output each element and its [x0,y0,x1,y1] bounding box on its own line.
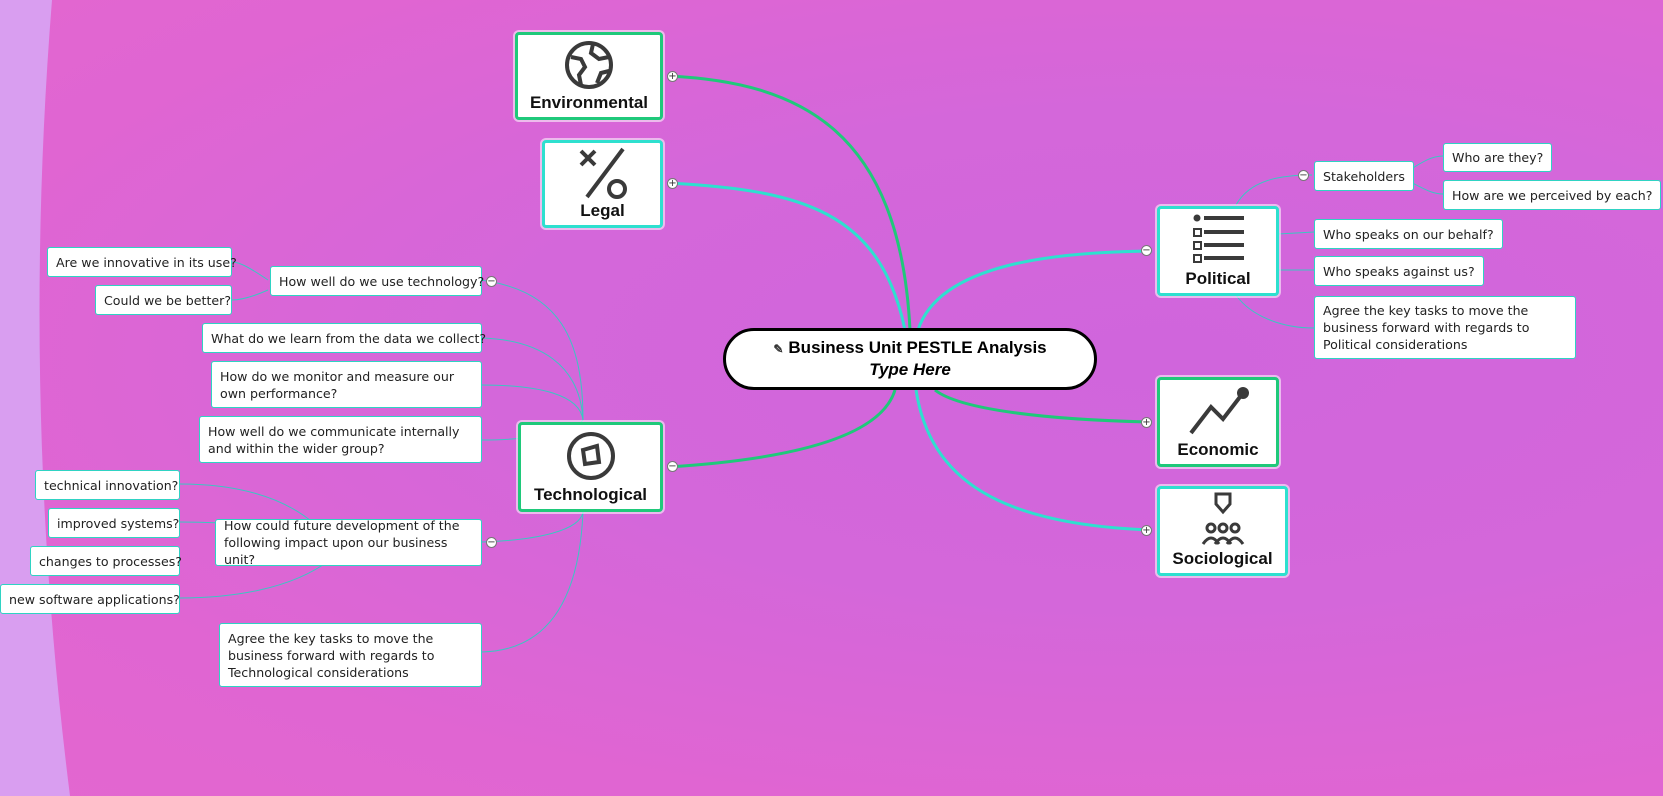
economic-label: Economic [1177,440,1259,459]
connector-tech-tasks [481,511,584,653]
economic-expand-toggle[interactable]: + [1141,417,1152,428]
future-development-collapse-toggle[interactable]: − [486,537,497,548]
new-software-node[interactable]: new software applications? [0,584,180,614]
use-technology-node[interactable]: How well do we use technology? [270,266,484,296]
economic-topic[interactable]: Economic [1157,377,1279,467]
legal-label: Legal [580,201,625,220]
connector-data [481,337,584,421]
connector-better [231,289,269,301]
connector-software [179,559,331,599]
connector-monitor [481,384,584,421]
environmental-expand-toggle[interactable]: + [667,71,678,82]
connector-environmental [667,74,912,331]
technological-tasks-node[interactable]: Agree the key tasks to move the business… [219,623,482,687]
central-topic[interactable]: ✎ Business Unit PESTLE Analysis Type Here [723,328,1097,390]
sociological-topic[interactable]: Sociological [1157,486,1288,576]
connector-sociological [914,389,1153,532]
central-title: Business Unit PESTLE Analysis [788,338,1047,357]
globe-icon [563,35,615,94]
stakeholders-node[interactable]: Stakeholders [1314,161,1414,191]
improved-systems-node[interactable]: improved systems? [48,508,180,538]
political-collapse-toggle[interactable]: − [1141,245,1152,256]
changes-processes-node[interactable]: changes to processes? [30,546,182,576]
connector-speaks-behalf [1277,231,1315,235]
political-label: Political [1185,269,1251,288]
connector-use [479,279,584,421]
innovative-node[interactable]: Are we innovative in its use? [47,247,237,277]
better-node[interactable]: Could we be better? [95,285,232,315]
environmental-topic[interactable]: Environmental [515,32,663,120]
connector-political-tasks [1235,294,1315,329]
trend-chart-icon [1187,380,1249,441]
environmental-label: Environmental [529,93,649,112]
learn-data-node[interactable]: What do we learn from the data we collec… [202,323,486,353]
list-icon [1190,209,1246,270]
use-technology-collapse-toggle[interactable]: − [486,276,497,287]
connector-economic [934,388,1153,424]
compass-icon [565,425,617,486]
sociological-label: Sociological [1172,549,1273,568]
speaks-against-node[interactable]: Who speaks against us? [1314,256,1484,286]
speaks-behalf-node[interactable]: Who speaks on our behalf? [1314,219,1503,249]
people-icon [1195,489,1251,550]
political-tasks-node[interactable]: Agree the key tasks to move the business… [1314,296,1576,359]
who-are-they-node[interactable]: Who are they? [1443,143,1553,172]
technological-label: Technological [533,485,648,504]
legal-expand-toggle[interactable]: + [667,178,678,189]
connector-future [481,511,584,543]
communicate-node[interactable]: How well do we communicate internally an… [199,416,482,463]
future-development-node[interactable]: How could future development of the foll… [215,518,482,567]
left-edge-shade [0,0,70,796]
central-subtitle: Type Here [869,360,951,379]
political-topic[interactable]: Political [1157,206,1279,296]
technical-innovation-node[interactable]: technical innovation? [35,470,180,500]
monitor-performance-node[interactable]: How do we monitor and measure our own pe… [211,361,482,408]
perceived-node[interactable]: How are we perceived by each? [1443,180,1662,210]
technological-topic[interactable]: Technological [518,422,663,512]
stakeholders-collapse-toggle[interactable]: − [1298,170,1309,181]
connector-legal [667,181,907,331]
connector-political [916,249,1153,331]
connector-innovative [231,261,269,281]
pencil-icon[interactable]: ✎ [773,342,784,356]
connector-technological [667,389,897,469]
legal-topic[interactable]: Legal [542,140,663,228]
technological-collapse-toggle[interactable]: − [667,461,678,472]
sociological-expand-toggle[interactable]: + [1141,525,1152,536]
percent-icon [577,143,629,202]
